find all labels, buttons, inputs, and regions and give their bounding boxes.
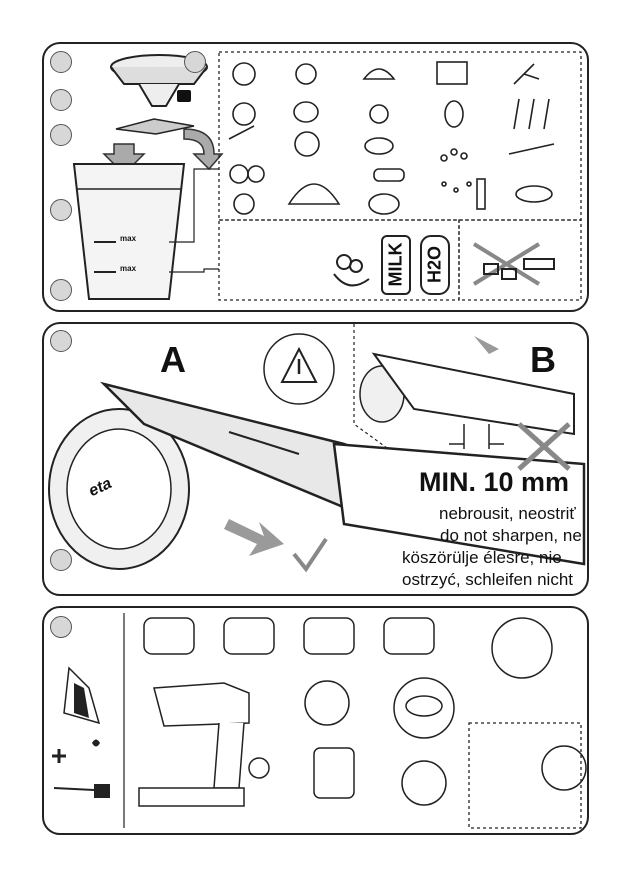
step-badge-4 — [50, 124, 72, 146]
step-badge-2 — [184, 51, 206, 73]
panel-cleaning — [42, 606, 589, 835]
warning-line-3: köszörülje élesre, nie — [402, 548, 562, 567]
step-badge-5 — [50, 199, 72, 221]
panel2-drawing — [48, 324, 586, 573]
warning-line-4: ostrzyć, schleifen nicht — [402, 570, 574, 589]
plus-icon — [52, 749, 66, 763]
max-label-2: max — [120, 264, 137, 273]
step-badge-9 — [50, 616, 72, 638]
step-badge-8 — [50, 549, 72, 571]
step-badge-3 — [50, 89, 72, 111]
panel-blender-usage: max max MILK H2O — [42, 42, 589, 312]
label-a: A — [160, 339, 186, 380]
warning-line-2: do not sharpen, ne — [440, 526, 582, 545]
lock-icon — [177, 90, 191, 102]
water-label: H2O — [424, 246, 445, 284]
max-label-1: max — [120, 234, 137, 243]
warning-line-1: nebrousit, neostriť — [439, 504, 576, 523]
checkmark-icon — [292, 537, 328, 573]
cross-icon — [517, 422, 571, 471]
panel3-drawing — [52, 613, 587, 829]
label-b: B — [530, 339, 556, 380]
step-badge-7 — [50, 330, 72, 352]
drop-icon — [92, 739, 100, 747]
panel-blade-safety: A B eta MIN. 10 mm nebrousit, neostriť d… — [42, 322, 589, 596]
step-badge-1 — [50, 51, 72, 73]
arrow-icon — [224, 519, 284, 556]
milk-label: MILK — [385, 242, 406, 287]
panel1-drawing — [72, 51, 582, 301]
step-badge-6 — [50, 279, 72, 301]
min-label: MIN. 10 mm — [419, 467, 570, 497]
